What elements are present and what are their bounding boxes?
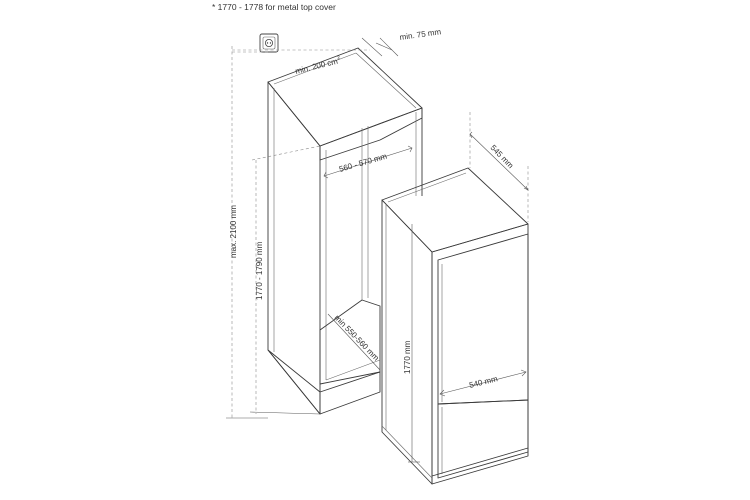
power-socket-icon	[259, 33, 279, 53]
total-height-label: max. 2100 mm	[229, 205, 238, 258]
metal-top-cover-note: * 1770 - 1778 for metal top cover	[212, 2, 336, 12]
niche-height-label: 1770 - 1790 mm	[255, 241, 264, 300]
niche-width-label: 560 - 570 mm	[338, 152, 388, 174]
appliance-width-label: 540 mm	[468, 374, 499, 390]
appliance-height-label: 1770 mm	[403, 340, 412, 374]
ventilation-area-label: min. 200 cm2	[294, 55, 342, 76]
appliance-depth-label: 545 mm	[489, 143, 516, 170]
niche-depth-label: min 550-560 mm	[333, 313, 381, 363]
top-gap-label: min. 75 mm	[399, 27, 442, 42]
dimension-lines	[226, 37, 529, 463]
built-in-fridge	[381, 167, 529, 485]
kitchen-cabinet-niche	[267, 47, 423, 415]
